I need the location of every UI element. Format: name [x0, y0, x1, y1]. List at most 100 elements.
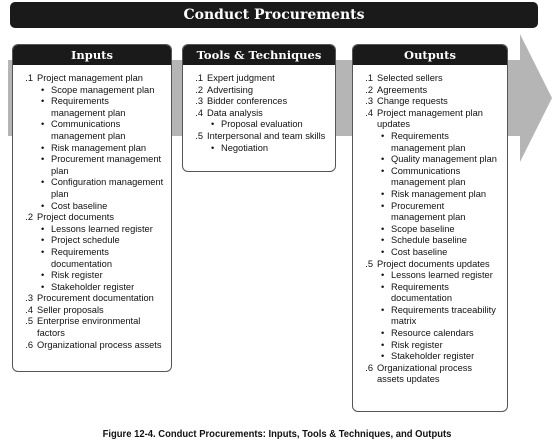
sub-item-text: Cost baseline [51, 200, 108, 211]
sub-item-text: Requirements management plan [391, 130, 466, 153]
list-item: .1 Project management plan [19, 73, 165, 85]
list-item: .4 Data analysis [189, 108, 329, 120]
sub-item-text: Procurement management plan [391, 200, 466, 223]
sub-item: •Communications management plan [359, 166, 501, 189]
sub-item-text: Scope baseline [391, 223, 455, 234]
bullet-icon: • [381, 246, 385, 257]
sub-item: •Resource calendars [359, 328, 501, 340]
sub-item: • Risk management plan [359, 189, 501, 201]
bullet-icon: • [211, 142, 215, 153]
item-number: .5 [25, 316, 33, 327]
sub-item-text: Requirements documentation [391, 281, 452, 304]
bullet-icon: • [41, 177, 45, 188]
sub-item-text: Stakeholder register [51, 281, 135, 292]
sub-item-text: Risk register [391, 339, 443, 350]
bullet-icon: • [41, 235, 45, 246]
bullet-icon: • [381, 188, 385, 199]
sub-item: •Project schedule [19, 235, 165, 247]
sub-item-text: Risk management plan [391, 188, 487, 199]
bullet-icon: • [41, 200, 45, 211]
item-number: .1 [195, 73, 203, 83]
item-text: Selected sellers [377, 73, 443, 83]
sub-item-text: Communications management plan [391, 165, 466, 188]
sub-item: • Requirements traceability matrix [359, 305, 501, 328]
bullet-icon: • [41, 154, 45, 165]
sub-item: •Risk management plan [19, 143, 165, 155]
figure-caption: Figure 12-4. Conduct Procurements: Input… [102, 428, 452, 440]
item-number: .3 [365, 96, 373, 107]
bullet-icon: • [41, 84, 45, 95]
sub-item: •Lessons learned register [19, 224, 165, 236]
item-text: Advertising [207, 84, 253, 95]
sub-item: • Proposal evaluation [189, 119, 329, 131]
sub-item-text: Requirements management plan [51, 96, 126, 118]
sub-item: • Cost baseline [359, 247, 501, 259]
sub-item: •Stakeholder register [19, 282, 165, 294]
bullet-icon: • [211, 119, 215, 130]
item-number: .4 [195, 107, 203, 118]
sub-item-text: Procurement management plan [51, 154, 162, 176]
sub-item-text: Requirements documentation [51, 246, 112, 269]
item-text: Project management plan [37, 73, 143, 83]
item-text: Seller proposals [37, 304, 104, 315]
item-number: .4 [25, 304, 33, 315]
item-text: Bidder conferences [207, 96, 288, 107]
bullet-icon: • [381, 223, 385, 234]
sub-item: • Negotiation [189, 143, 329, 155]
item-number: .6 [25, 339, 33, 350]
list-item: .6 Organizational process assets [19, 340, 165, 352]
inputs-heading: Inputs [13, 45, 171, 67]
item-number: .1 [25, 73, 33, 83]
bullet-icon: • [381, 270, 385, 281]
sub-item: • Cost baseline [19, 201, 165, 213]
sub-item: •Risk register [19, 270, 165, 282]
sub-item: •Quality management plan [359, 154, 501, 166]
bullet-icon: • [41, 96, 45, 107]
item-number: .4 [365, 107, 373, 118]
sub-item-text: Risk register [51, 270, 103, 281]
sub-item-text: Lessons learned register [391, 270, 493, 281]
sub-item: • Risk register [359, 340, 501, 352]
sub-item-text: Scope management plan [51, 84, 155, 95]
bullet-icon: • [381, 200, 385, 211]
bullet-icon: • [381, 339, 385, 350]
item-text: Project management plan updates [377, 107, 483, 130]
bullet-icon: • [41, 142, 45, 153]
sub-item: • Requirements documentation [19, 247, 165, 270]
item-text: Organizational process assets [37, 339, 162, 350]
item-number: .2 [365, 84, 373, 95]
item-text: Expert judgment [207, 73, 275, 83]
sub-item: • Stakeholder register [359, 351, 501, 363]
sub-item-text: Requirements traceability matrix [391, 304, 496, 327]
bullet-icon: • [381, 351, 385, 362]
sub-item-text: Proposal evaluation [221, 119, 303, 130]
list-item: .4 Seller proposals [19, 305, 165, 317]
sub-item-text: Schedule baseline [391, 235, 467, 246]
sub-item-text: Cost baseline [391, 246, 448, 257]
item-text: Agreements [377, 84, 428, 95]
sub-item: • Procurement management plan [359, 201, 501, 224]
sub-item: • Scope baseline [359, 224, 501, 236]
sub-item: • Scope management plan [19, 85, 165, 97]
sub-item: •Communications management plan [19, 119, 165, 142]
item-text: Procurement documentation [37, 293, 154, 304]
item-text: Organizational process assets updates [377, 362, 473, 385]
sub-item-text: Quality management plan [391, 154, 497, 165]
item-text: Interpersonal and team skills [207, 130, 326, 141]
bullet-icon: • [381, 235, 385, 246]
sub-item: • Requirements management plan [19, 96, 165, 119]
bullet-icon: • [381, 304, 385, 315]
item-text: Data analysis [207, 107, 263, 118]
sub-item-text: Stakeholder register [391, 351, 475, 362]
bullet-icon: • [41, 246, 45, 257]
sub-item-text: Negotiation [221, 142, 269, 153]
